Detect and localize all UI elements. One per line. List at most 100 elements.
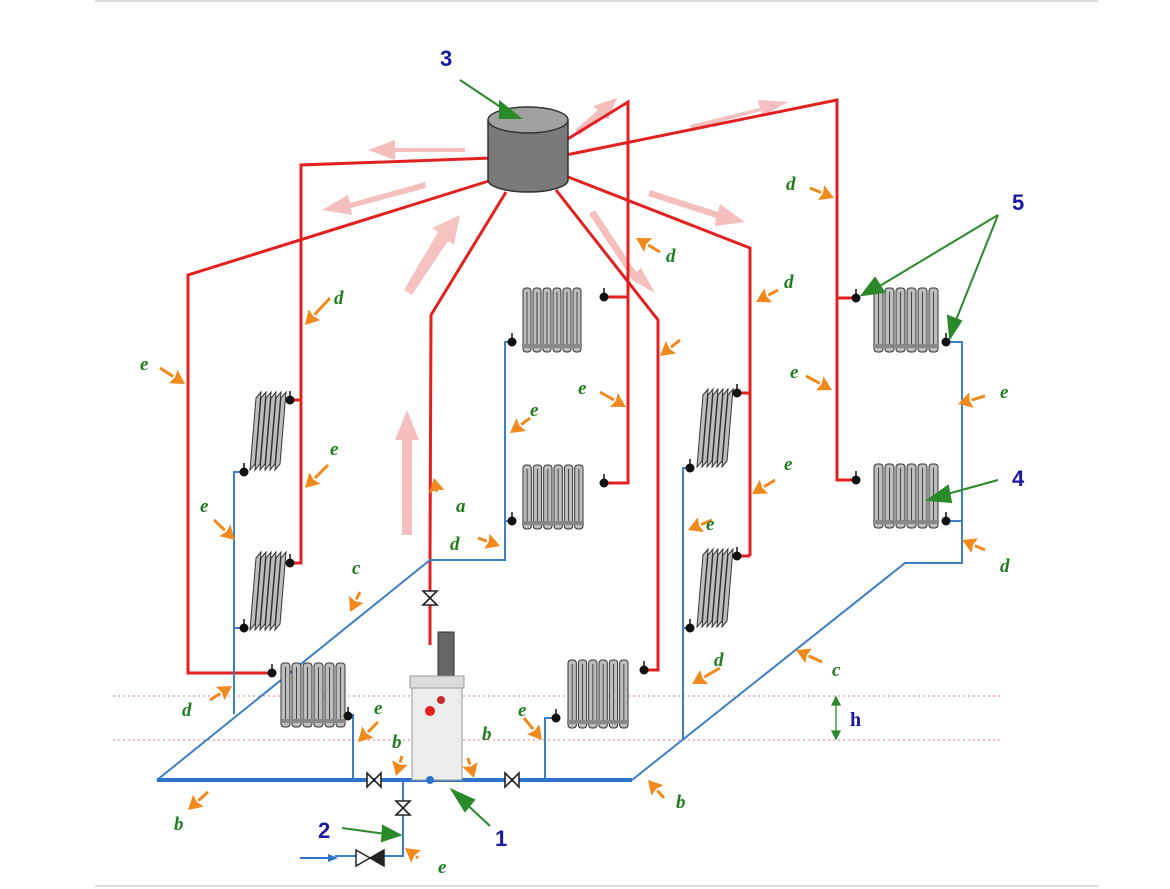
radiator-valve-icon — [941, 512, 951, 526]
boiler-return-node — [426, 776, 434, 784]
annotation-arrow — [305, 296, 332, 325]
return-left-riser — [233, 471, 244, 714]
annotation-arrow — [209, 686, 232, 702]
label-letter-e: e — [518, 700, 527, 721]
expansion-tank-icon — [487, 106, 569, 193]
radiator-icon — [522, 287, 582, 353]
gate-valve-icon — [422, 590, 438, 606]
annotation-arrow — [428, 478, 445, 494]
annotation-arrow — [660, 338, 681, 356]
label-letter-d: d — [714, 650, 724, 671]
radiator-valve-icon — [507, 512, 517, 526]
annotation-arrow — [349, 591, 364, 612]
supply-mid-back-top — [565, 99, 630, 297]
return-right-diagonal — [631, 341, 963, 781]
label-letter-d: d — [786, 174, 796, 195]
label-letter-b: b — [676, 792, 686, 813]
radiator-valve-icon — [343, 707, 353, 721]
radiator-icon — [696, 387, 734, 469]
radiator-valve-icon — [551, 709, 561, 723]
label-number-5: 5 — [1012, 190, 1024, 215]
radiator-valve-icon — [239, 463, 249, 477]
radiator-icon — [567, 659, 629, 729]
radiator-icon — [249, 390, 287, 472]
label-letter-d: d — [784, 272, 794, 293]
radiator-valve-icon — [507, 333, 517, 347]
gate-valve-icon — [395, 800, 411, 816]
annotation-arrow — [358, 720, 380, 742]
gate-valve-icon — [366, 772, 382, 788]
radiator-valve-icon — [267, 664, 277, 678]
label-letter-e: e — [790, 362, 799, 383]
orange-arrows — [159, 185, 986, 863]
annotation-arrow — [688, 517, 713, 532]
label-letter-b: b — [392, 732, 402, 753]
inlet-arrow — [300, 854, 338, 862]
annotation-arrow — [752, 478, 776, 494]
annotation-arrow — [756, 288, 779, 303]
label-letter-d: d — [450, 534, 460, 555]
annotation-arrow — [305, 463, 330, 488]
annotation-arrow — [522, 717, 542, 740]
radiator-icon — [873, 463, 939, 529]
annotation-arrow — [462, 757, 478, 778]
height-dimension — [830, 695, 842, 741]
check-valve-icon — [355, 848, 385, 868]
label-letter-e: e — [1000, 382, 1009, 403]
supply-right-outer — [565, 98, 856, 300]
supply-left-outer — [186, 178, 493, 675]
label-number-4: 4 — [1012, 466, 1025, 491]
return-left-diagonal — [156, 341, 512, 781]
gate-valve-icon — [504, 772, 520, 788]
annotation-arrow — [805, 374, 832, 391]
boiler-icon — [409, 631, 465, 781]
radiator-valve-icon — [685, 459, 695, 473]
radiator-valve-icon — [732, 384, 742, 398]
label-letter-d: d — [334, 288, 344, 309]
label-letter-d: d — [182, 700, 192, 721]
label-letter-e: e — [140, 354, 149, 375]
label-letter-d: d — [666, 246, 676, 267]
annotation-arrow — [212, 518, 235, 540]
annotation-arrow — [692, 666, 721, 684]
label-letter-b: b — [482, 724, 492, 745]
radiator-icon — [249, 550, 287, 632]
annotation-arrow — [159, 366, 185, 384]
radiator-valve-icon — [239, 619, 249, 633]
boiler-supply-node — [425, 706, 435, 716]
radiator-valve-icon — [941, 333, 951, 347]
annotation-arrow — [188, 790, 210, 810]
annotation-arrow — [648, 780, 666, 799]
supply-mid-front — [554, 189, 660, 672]
label-letter-e: e — [706, 514, 715, 535]
radiator-icon — [522, 464, 584, 530]
label-letter-e: e — [784, 454, 793, 475]
radiator-valve-icon — [732, 547, 742, 561]
label-number-3: 3 — [440, 46, 452, 71]
label-letter-e: e — [438, 857, 447, 878]
radiator-valve-icon — [685, 619, 695, 633]
radiator-valve-icon — [285, 554, 295, 568]
label-letter-b: b — [174, 814, 184, 835]
label-letter-e: e — [578, 378, 587, 399]
radiator-valve-icon — [599, 474, 609, 488]
annotation-arrow — [477, 533, 500, 549]
annotation-arrow — [510, 416, 531, 433]
label-number-1: 1 — [495, 826, 507, 851]
label-letter-c: c — [352, 558, 361, 579]
annotation-arrow — [809, 185, 834, 200]
radiators — [239, 287, 951, 729]
radiator-valve-icon — [851, 289, 861, 303]
radiator-icon — [696, 547, 734, 629]
label-letter-d: d — [1000, 556, 1010, 577]
label-number-2: 2 — [318, 818, 330, 843]
annotation-arrow — [392, 755, 408, 776]
label-letter-e: e — [530, 400, 539, 421]
annotation-arrow — [958, 392, 986, 408]
radiator-valve-icon — [639, 661, 649, 675]
supply-left-inner — [290, 156, 493, 565]
label-letter-a: a — [456, 496, 466, 517]
